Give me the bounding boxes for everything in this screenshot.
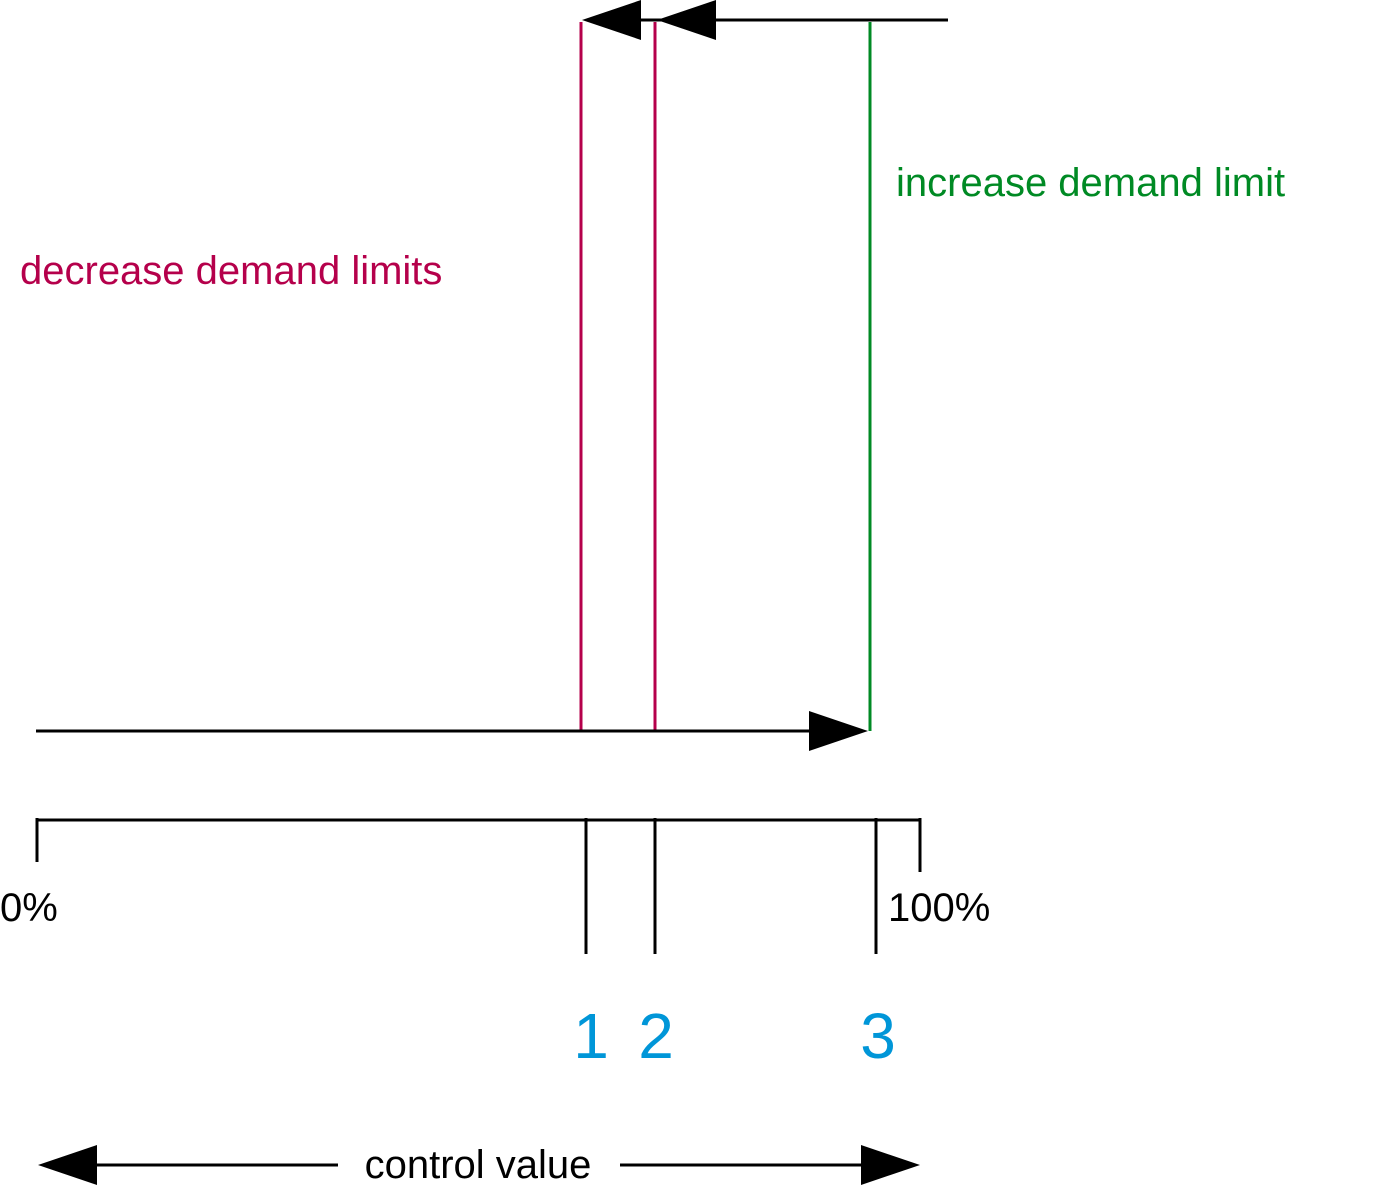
middle-arrow <box>36 711 868 751</box>
control-arrow-right-head <box>861 1145 920 1185</box>
scale-min-label: 0% <box>0 886 58 930</box>
top-arrow <box>582 0 948 40</box>
marker-label-2: 2 <box>638 1000 674 1072</box>
top-arrow-head-2 <box>657 0 716 40</box>
marker-label-3: 3 <box>860 1000 896 1072</box>
control-arrow-left-head <box>38 1145 97 1185</box>
control-value-arrow <box>38 1145 920 1185</box>
marker-label-1: 1 <box>573 1000 609 1072</box>
scale-max-label: 100% <box>888 886 990 930</box>
control-value-label: control value <box>365 1143 592 1187</box>
increase-limit-label: increase demand limit <box>896 161 1285 205</box>
middle-arrow-head <box>809 711 868 751</box>
decrease-limits-label: decrease demand limits <box>20 249 442 293</box>
scale-bar <box>35 818 922 954</box>
top-arrow-head-1 <box>582 0 641 40</box>
